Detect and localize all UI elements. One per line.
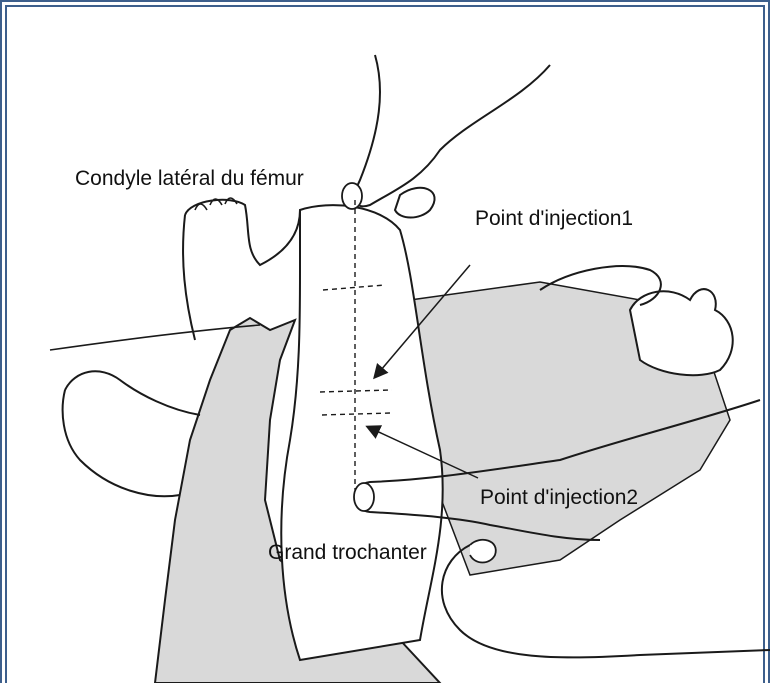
label-point-2: Point d'injection2 bbox=[480, 486, 638, 510]
label-trochanter: Grand trochanter bbox=[268, 541, 427, 565]
label-point-1: Point d'injection1 bbox=[475, 207, 633, 231]
adult-thumb-top bbox=[395, 188, 435, 218]
baby-hand bbox=[630, 289, 733, 375]
fingertip-right bbox=[354, 483, 374, 511]
thumb-tip bbox=[470, 540, 496, 563]
thigh-outline bbox=[281, 205, 442, 660]
fingertip-top bbox=[342, 183, 362, 209]
adult-hand-top bbox=[355, 55, 550, 206]
baby-foot bbox=[183, 200, 300, 340]
baby-foot-left bbox=[63, 371, 200, 496]
label-condyle: Condyle latéral du fémur bbox=[75, 167, 305, 219]
